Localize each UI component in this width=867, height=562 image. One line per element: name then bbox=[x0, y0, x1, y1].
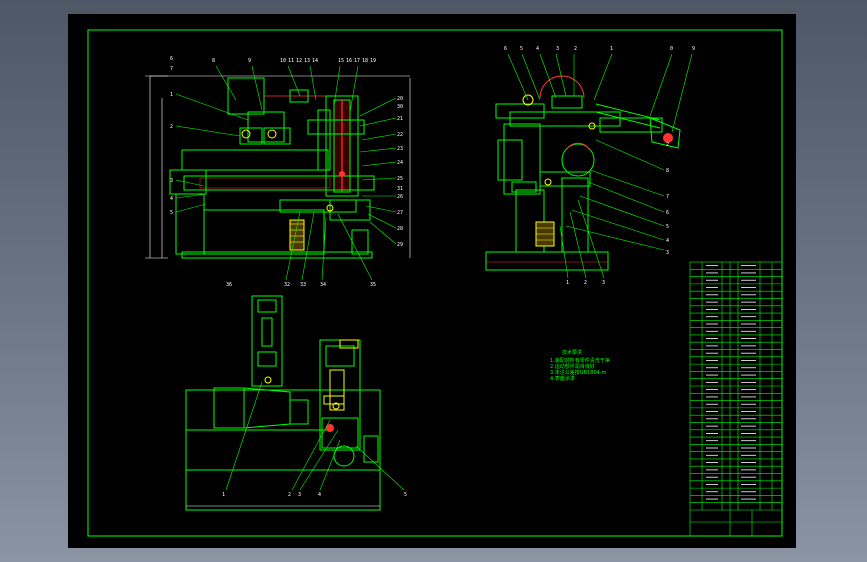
callout-label: 5 bbox=[170, 210, 173, 216]
callout-label: 26 bbox=[397, 194, 403, 200]
callout-label: 7 bbox=[666, 194, 669, 200]
side-view-right-callouts: 8 7 6 5 4 3 2 bbox=[666, 142, 669, 256]
paper-background bbox=[68, 14, 796, 548]
callout-label: 28 bbox=[397, 226, 403, 232]
callout-label: 9 bbox=[248, 58, 251, 64]
callout-label: 32 bbox=[284, 282, 290, 288]
callout-label: 6 bbox=[504, 46, 507, 52]
callout-label: 18 bbox=[362, 58, 368, 64]
front-view-top-callouts: 8 9 10 11 12 13 14 15 16 17 18 19 bbox=[212, 58, 376, 64]
callout-label: 1 bbox=[610, 46, 613, 52]
callout-label: 8 bbox=[666, 168, 669, 174]
callout-label: 27 bbox=[397, 210, 403, 216]
callout-label: 1 bbox=[222, 492, 225, 498]
callout-label: 6 bbox=[666, 210, 669, 216]
notes-line: 4.表面涂漆 bbox=[550, 375, 575, 382]
callout-label: 20 bbox=[397, 96, 403, 102]
side-view-bottom-callouts: 1 2 3 bbox=[566, 280, 605, 286]
callout-label: 3 bbox=[170, 178, 173, 184]
notes-line: 2.运动部件润滑良好 bbox=[550, 363, 595, 370]
callout-label: 10 bbox=[280, 58, 286, 64]
callout-label: 4 bbox=[536, 46, 539, 52]
callout-label: 3 bbox=[298, 492, 301, 498]
callout-label: 2 bbox=[170, 124, 173, 130]
callout-label: 9 bbox=[692, 46, 695, 52]
callout-label: 31 bbox=[397, 186, 403, 192]
callout-label: 6 bbox=[170, 56, 173, 62]
front-view bbox=[145, 65, 411, 281]
callout-label: 35 bbox=[370, 282, 376, 288]
callout-label: 8 bbox=[212, 58, 215, 64]
callout-label: 11 bbox=[288, 58, 294, 64]
notes-line: 3.未注公差按GB1804-m bbox=[550, 369, 607, 376]
callout-label: 33 bbox=[300, 282, 306, 288]
callout-label: 2 bbox=[574, 46, 577, 52]
callout-label: 29 bbox=[397, 242, 403, 248]
callout-label: 12 bbox=[296, 58, 302, 64]
top-view bbox=[185, 295, 405, 511]
front-view-left-callouts: 1 2 3 4 5 6 7 bbox=[170, 56, 173, 216]
side-view-top-callouts: 6 5 4 3 2 1 0 9 bbox=[504, 46, 695, 52]
callout-label: 0 bbox=[670, 46, 673, 52]
callout-label: 34 bbox=[320, 282, 326, 288]
callout-label: 5 bbox=[404, 492, 407, 498]
callout-label: 24 bbox=[397, 160, 403, 166]
callout-label: 22 bbox=[397, 132, 403, 138]
front-view-right-callouts: 20 21 22 23 24 25 26 27 28 29 30 31 bbox=[397, 96, 403, 248]
callout-label: 2 bbox=[288, 492, 291, 498]
callout-label: 1 bbox=[170, 92, 173, 98]
callout-label: 7 bbox=[170, 66, 173, 72]
callout-label: 3 bbox=[556, 46, 559, 52]
callout-label: 13 bbox=[304, 58, 310, 64]
callout-label: 19 bbox=[370, 58, 376, 64]
callout-label: 17 bbox=[354, 58, 360, 64]
callout-label: 15 bbox=[338, 58, 344, 64]
callout-label: 4 bbox=[170, 196, 173, 202]
notes-line: 1.装配前所有零件清洗干净 bbox=[550, 357, 610, 364]
callout-label: 5 bbox=[520, 46, 523, 52]
callout-label: 3 bbox=[602, 280, 605, 286]
callout-label: 30 bbox=[397, 104, 403, 110]
callout-label: 25 bbox=[397, 176, 403, 182]
technical-notes: 技术要求 1.装配前所有零件清洗干净 2.运动部件润滑良好 3.未注公差按GB1… bbox=[550, 349, 610, 382]
callout-label: 4 bbox=[318, 492, 321, 498]
callout-label: 3 bbox=[666, 250, 669, 256]
callout-label: 1 bbox=[566, 280, 569, 286]
callout-label: 23 bbox=[397, 146, 403, 152]
callout-label: 21 bbox=[397, 116, 403, 122]
callout-label: 16 bbox=[346, 58, 352, 64]
notes-heading: 技术要求 bbox=[562, 349, 582, 356]
callout-label: 4 bbox=[666, 238, 669, 244]
callout-label: 14 bbox=[312, 58, 318, 64]
callout-label: 5 bbox=[666, 224, 669, 230]
callout-label: 36 bbox=[226, 282, 232, 288]
front-view-bottom-callouts: 32 33 34 35 36 bbox=[226, 282, 376, 288]
side-view bbox=[485, 53, 693, 279]
title-block bbox=[689, 261, 783, 537]
callout-label: 2 bbox=[666, 142, 669, 148]
callout-label: 2 bbox=[584, 280, 587, 286]
top-view-callouts: 1 2 3 4 5 bbox=[222, 492, 407, 498]
